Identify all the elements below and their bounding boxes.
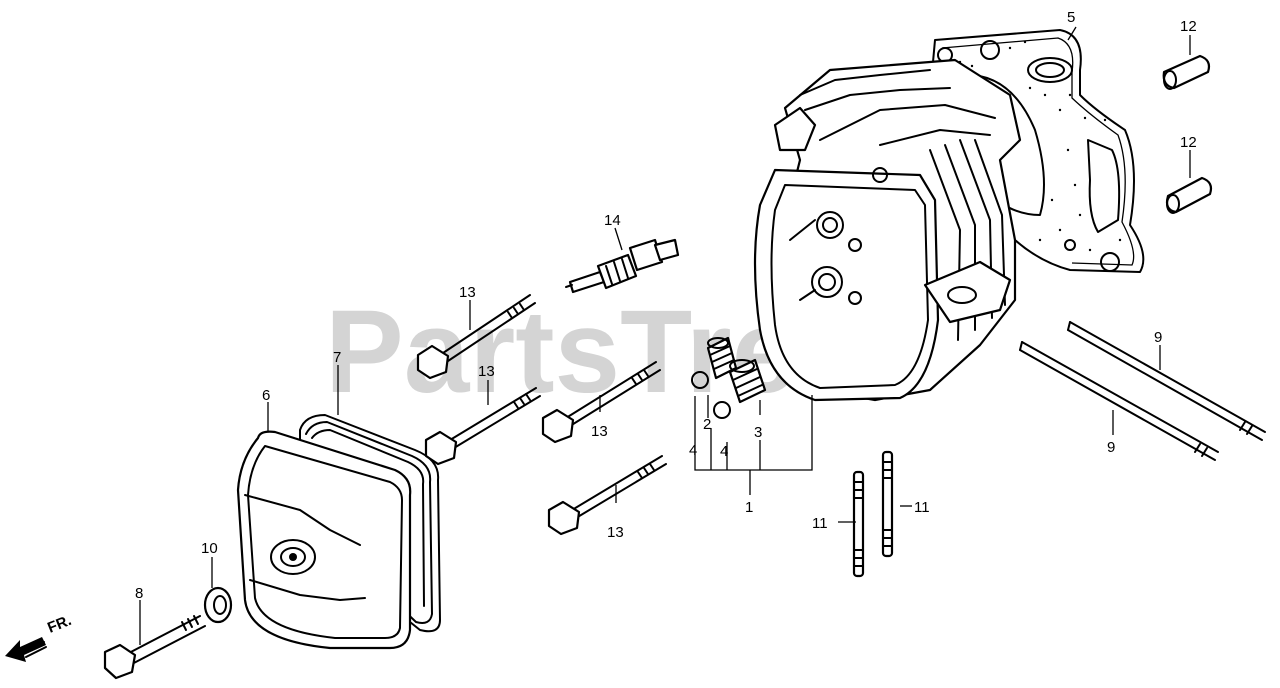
part-5-head-gasket[interactable] (929, 29, 1145, 273)
part-13-bolt-b[interactable] (424, 387, 541, 466)
callout-13-c: 13 (591, 423, 608, 440)
part-9-stud-lower[interactable] (1019, 341, 1219, 461)
part-3-valve-guide[interactable] (728, 358, 767, 404)
part-11-stud-right[interactable] (881, 450, 894, 558)
front-direction-label: FR. (45, 612, 74, 637)
callout-13-d: 13 (607, 524, 624, 541)
callout-9-upper: 9 (1154, 329, 1162, 346)
callout-8: 8 (135, 585, 143, 602)
front-direction-indicator: FR. (5, 612, 74, 662)
part-13-bolt-d[interactable] (547, 455, 667, 536)
part-13-bolt-c[interactable] (541, 361, 661, 444)
callout-2: 2 (703, 416, 711, 433)
callout-7: 7 (333, 349, 341, 366)
callout-3: 3 (754, 424, 762, 441)
callout-labels: 5 12 12 14 13 13 13 13 7 6 10 8 9 9 11 1… (135, 9, 1197, 602)
callout-4-right: 4 (720, 443, 728, 460)
front-direction-arrow-icon (5, 637, 46, 662)
part-1-cylinder-head[interactable] (753, 58, 1022, 402)
part-12-dowel-pin-upper[interactable] (1162, 54, 1211, 90)
callout-12-lower: 12 (1180, 134, 1197, 151)
part-12-dowel-pin-lower[interactable] (1165, 176, 1213, 214)
part-10-washer[interactable] (203, 586, 233, 624)
callout-12-upper: 12 (1180, 18, 1197, 35)
part-4-clip-upper[interactable] (691, 371, 709, 389)
callout-6: 6 (262, 387, 270, 404)
part-14-spark-plug[interactable] (565, 238, 680, 294)
callout-9-lower: 9 (1107, 439, 1115, 456)
part-9-stud-upper[interactable] (1067, 321, 1266, 441)
part-6-head-cover[interactable] (236, 430, 412, 650)
part-13-bolt-a[interactable] (416, 294, 536, 380)
part-11-stud-left[interactable] (852, 470, 865, 578)
callout-5: 5 (1067, 9, 1075, 26)
callout-4-left: 4 (689, 442, 697, 459)
callout-11-right: 11 (914, 499, 930, 516)
callout-11-left: 11 (812, 515, 828, 532)
part-8-bolt[interactable] (103, 615, 206, 680)
gasket-texture (958, 40, 1122, 252)
callout-10: 10 (201, 540, 218, 557)
leader-lines (139, 26, 1191, 645)
callout-13-a: 13 (459, 284, 476, 301)
callout-14: 14 (604, 212, 621, 229)
part-4-clip-lower[interactable] (713, 401, 731, 419)
callout-1: 1 (745, 499, 753, 516)
callout-13-b: 13 (478, 363, 495, 380)
